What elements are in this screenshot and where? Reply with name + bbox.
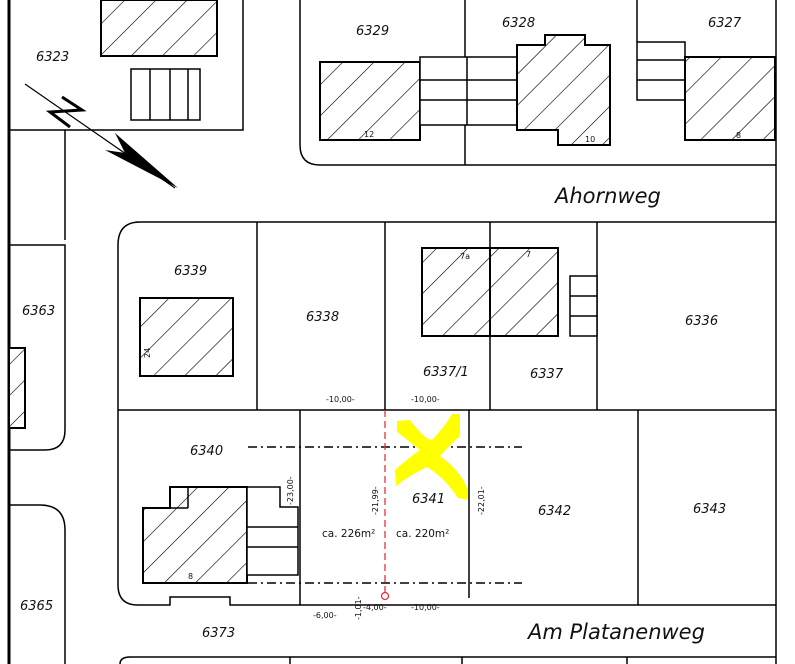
parcel-label: 6341 bbox=[412, 492, 445, 507]
svg-text:-4,00-: -4,00- bbox=[363, 603, 387, 612]
svg-text:8: 8 bbox=[736, 131, 741, 140]
svg-text:8: 8 bbox=[188, 572, 193, 581]
parcel-label: 6336 bbox=[685, 314, 718, 329]
block-middle bbox=[117, 221, 776, 411]
parcel-label: 6340 bbox=[190, 444, 223, 459]
parcel-label: 6339 bbox=[174, 264, 207, 279]
area-label-east: ca. 220m² bbox=[396, 528, 449, 540]
parcel-label: 6328 bbox=[502, 16, 535, 31]
svg-text:-23,00-: -23,00- bbox=[286, 476, 295, 505]
parcel-6365[interactable] bbox=[10, 504, 66, 664]
dimension-labels: -10,00- -10,00- -23,00- -21,99- -22,01- … bbox=[286, 395, 486, 620]
parcel-label: 6373 bbox=[202, 626, 235, 641]
parcel-6363[interactable] bbox=[8, 244, 66, 451]
parcel-label: 6338 bbox=[306, 310, 339, 325]
north-arrow-icon bbox=[24, 83, 178, 189]
svg-text:-10,00-: -10,00- bbox=[411, 395, 440, 404]
svg-text:10: 10 bbox=[585, 135, 595, 144]
parcel-label: 6365 bbox=[20, 599, 53, 614]
area-label-west: ca. 226m² bbox=[322, 528, 375, 540]
svg-text:7: 7 bbox=[526, 250, 531, 259]
parcel-label: 6337/1 bbox=[423, 365, 469, 380]
svg-text:-10,00-: -10,00- bbox=[326, 395, 355, 404]
house-numbers: 12 10 8 7a 7 24 8 bbox=[143, 130, 741, 581]
block-south bbox=[117, 410, 776, 606]
block-bottom bbox=[119, 656, 776, 664]
selection-x-marker bbox=[395, 414, 468, 500]
parcel-label: 6329 bbox=[356, 24, 389, 39]
svg-text:12: 12 bbox=[364, 130, 374, 139]
svg-text:-6,00-: -6,00- bbox=[313, 611, 337, 620]
svg-text:7a: 7a bbox=[460, 252, 470, 261]
parcel-label: 6337 bbox=[530, 367, 564, 382]
parcel-label: 6327 bbox=[708, 16, 742, 31]
split-point-marker bbox=[380, 591, 390, 601]
svg-text:-21,99-: -21,99- bbox=[371, 486, 380, 515]
parcel-label: 6323 bbox=[36, 50, 69, 65]
block-north bbox=[299, 0, 776, 166]
parcel-label: 6363 bbox=[22, 304, 55, 319]
svg-text:-10,00-: -10,00- bbox=[411, 603, 440, 612]
parcel-label: 6342 bbox=[538, 504, 571, 519]
street-label-ahornweg: Ahornweg bbox=[553, 184, 661, 208]
street-label-am-platanenweg: Am Platanenweg bbox=[526, 620, 705, 644]
parcel-label: 6343 bbox=[693, 502, 726, 517]
svg-text:-1,01-: -1,01- bbox=[354, 596, 363, 620]
svg-text:-22,01-: -22,01- bbox=[477, 486, 486, 515]
parcel-6323[interactable] bbox=[10, 0, 244, 240]
parcel-labels: 6323 6329 6328 6327 6339 6338 6337/1 633… bbox=[20, 16, 742, 641]
svg-text:24: 24 bbox=[143, 348, 152, 358]
